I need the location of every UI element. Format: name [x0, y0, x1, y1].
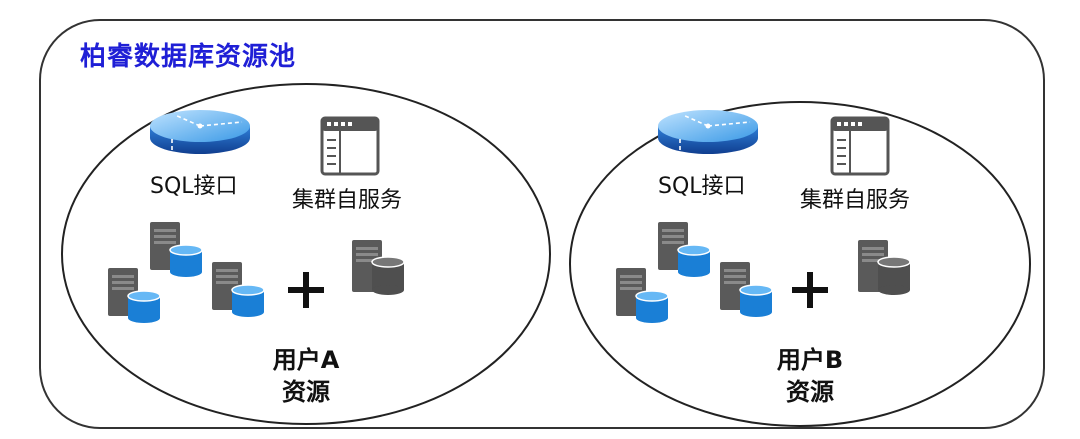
tenant-a-window-icon — [320, 116, 380, 176]
tenant-b-database-icon — [657, 109, 759, 155]
tenant-a-ellipse — [61, 83, 551, 425]
tenant-b-resource-label: 资源 — [786, 378, 834, 406]
tenant-a-resource-label: 资源 — [282, 378, 330, 406]
tenant-b-sql-label: SQL接口 — [658, 174, 746, 199]
tenant-b-user-label: 用户B — [776, 346, 844, 374]
tenant-a-user-label: 用户A — [272, 346, 340, 374]
tenant-b-window-icon — [830, 116, 890, 176]
tenant-a-sql-label: SQL接口 — [150, 174, 238, 199]
tenant-a-database-icon — [149, 109, 251, 155]
tenant-a-cluster-label: 集群自服务 — [292, 188, 403, 213]
pool-title: 柏睿数据库资源池 — [80, 42, 297, 72]
tenant-b-cluster-label: 集群自服务 — [800, 188, 911, 213]
tenant-b-ellipse — [569, 101, 1031, 427]
